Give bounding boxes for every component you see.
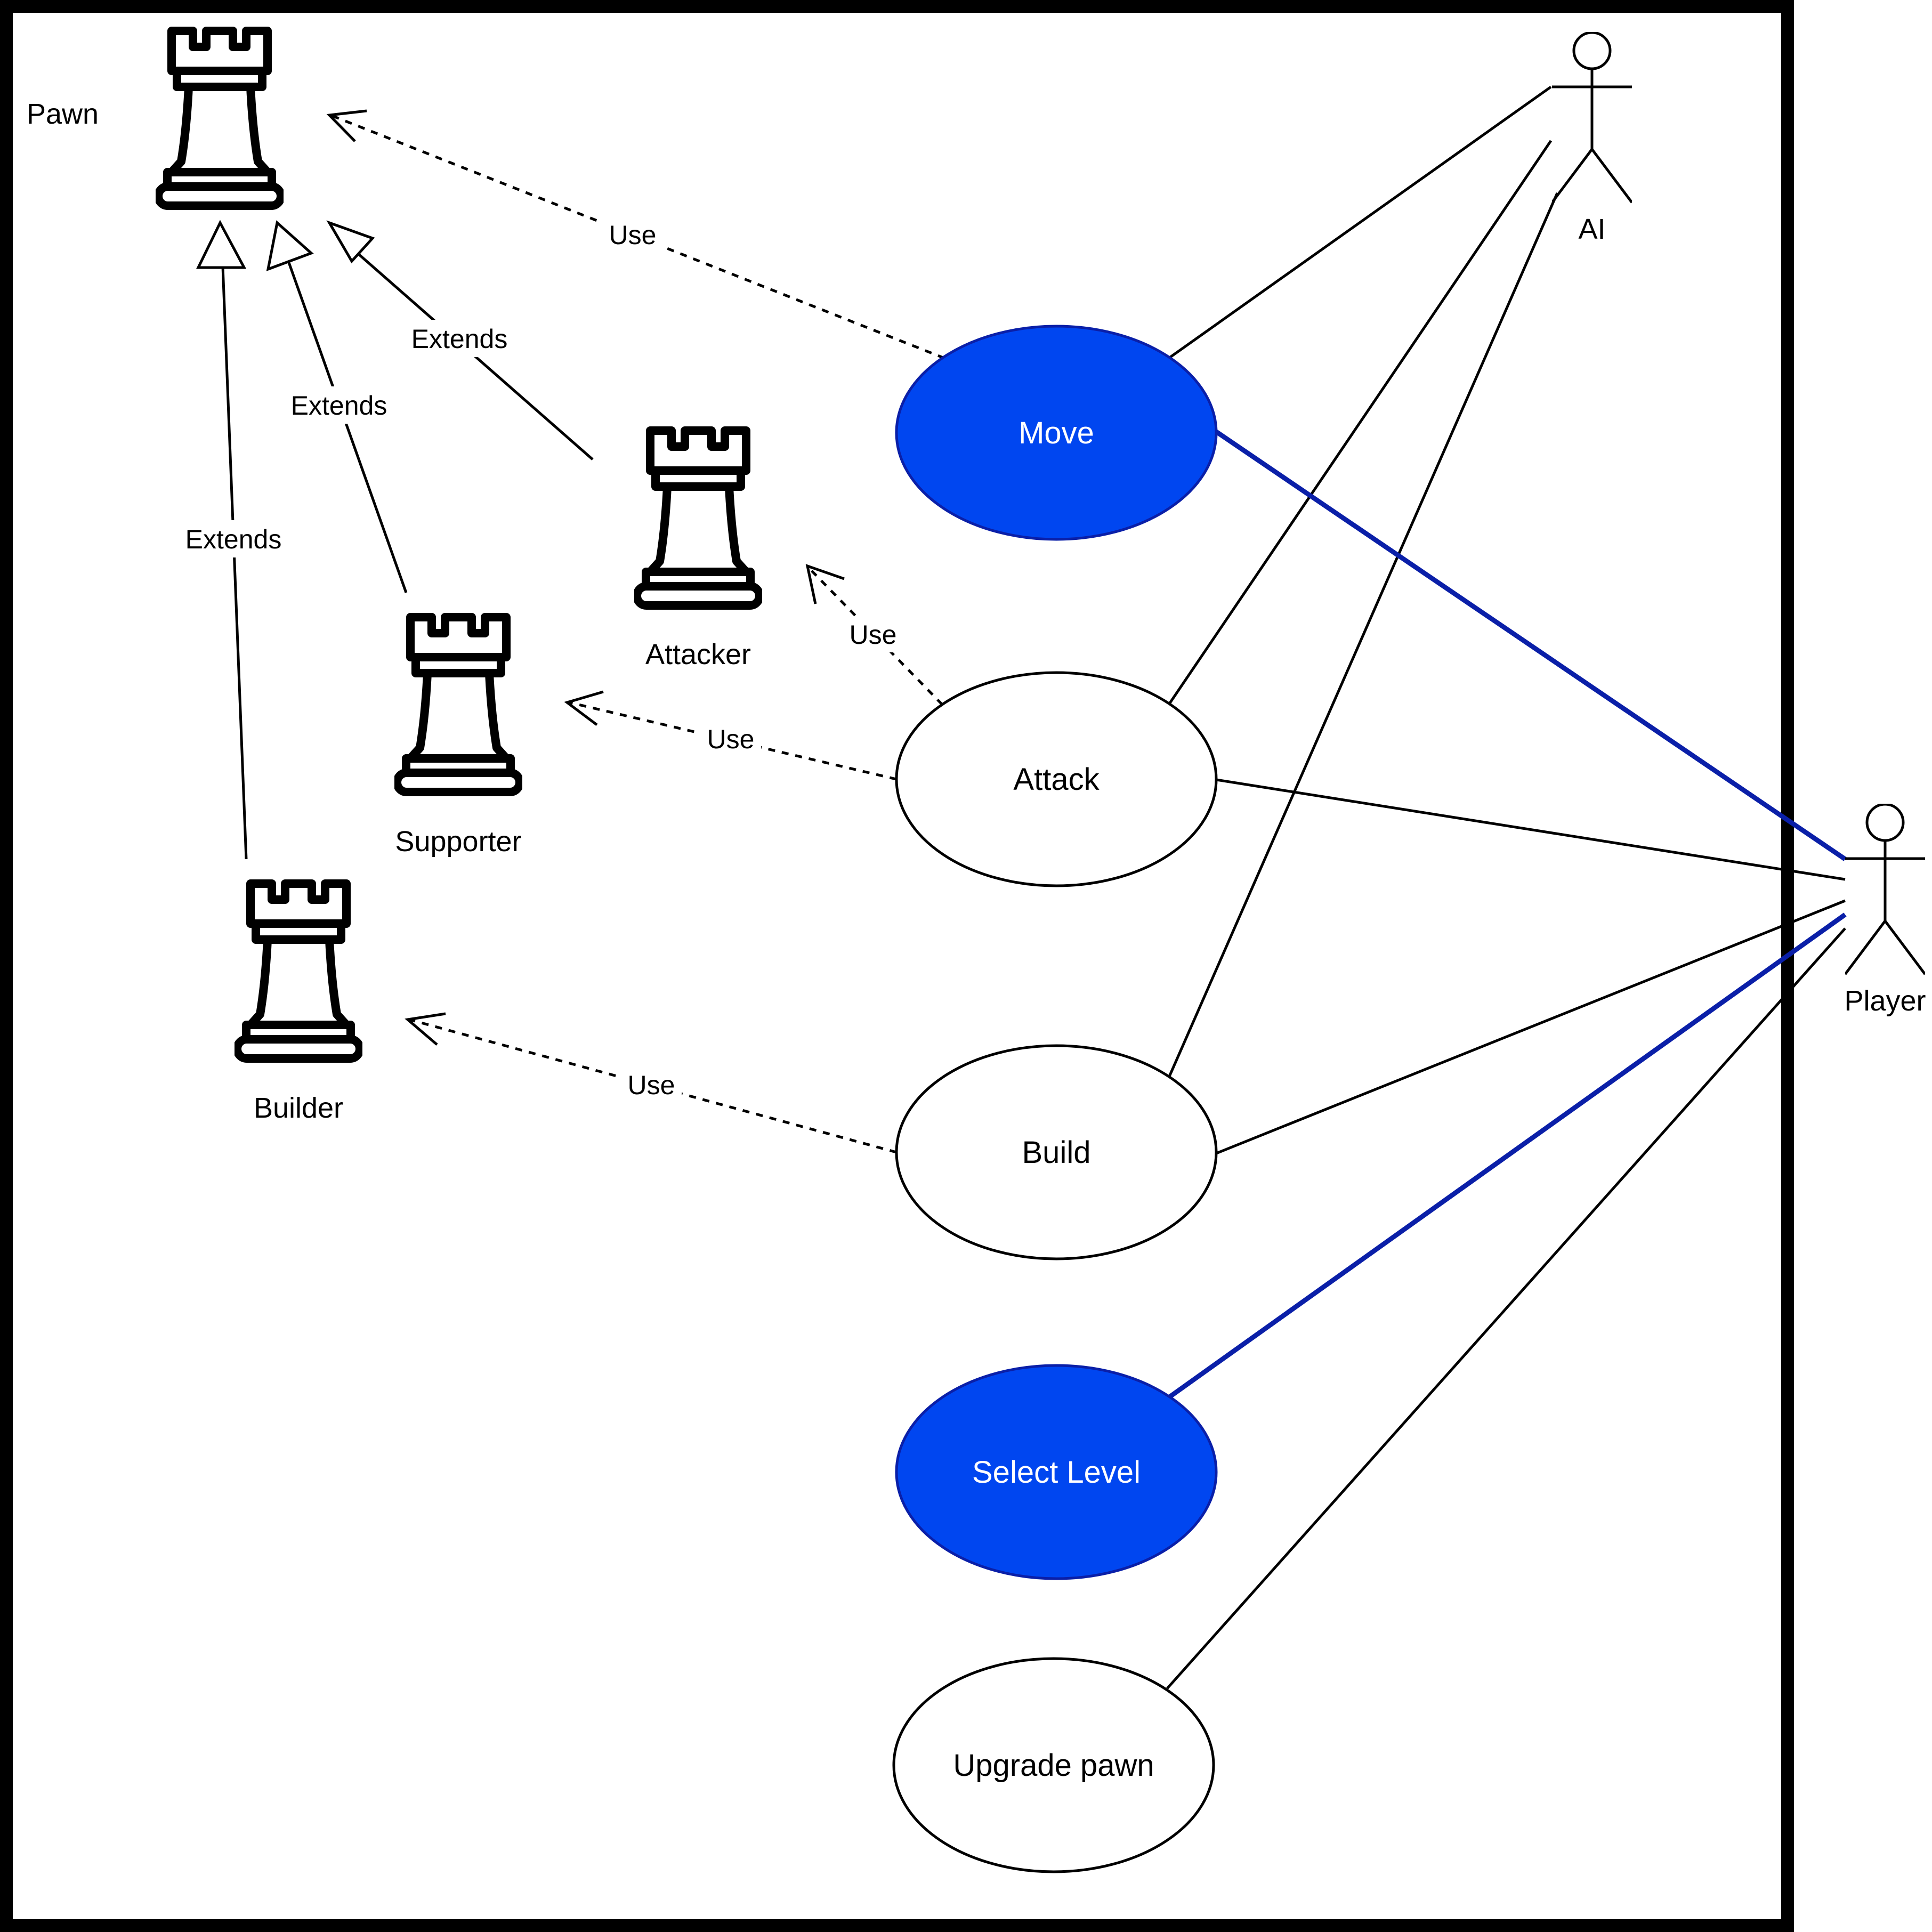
svg-text:Extends: Extends <box>411 324 508 354</box>
association-player-move <box>1215 430 1847 861</box>
use-case-select-level[interactable]: Select Level <box>895 1364 1218 1580</box>
svg-text:Extends: Extends <box>291 391 387 421</box>
use-label-attack-attacker: Use <box>843 617 903 652</box>
use-edge-attack-attacker <box>808 567 943 706</box>
actor-player[interactable]: Player <box>1844 804 1926 1017</box>
svg-text:Extends: Extends <box>185 524 282 554</box>
association-ai-move <box>1168 85 1552 360</box>
system-boundary <box>0 0 1794 1932</box>
extends-edge-supporter <box>286 259 408 593</box>
extends-label-builder: Extends <box>178 520 289 557</box>
use-arrowhead-attack-supporter <box>564 690 604 726</box>
association-player-attack <box>1216 778 1846 881</box>
association-ai-build <box>1167 192 1559 1079</box>
pawn-piece[interactable]: Pawn <box>27 31 281 206</box>
rook-icon <box>637 431 759 605</box>
association-ai-attack <box>1167 140 1553 706</box>
supporter-piece[interactable]: Supporter <box>395 617 521 858</box>
builder-label: Builder <box>254 1092 343 1124</box>
use-case-upgrade-pawn-label: Upgrade pawn <box>953 1748 1154 1783</box>
svg-text:Use: Use <box>850 620 897 650</box>
use-label-build-builder: Use <box>621 1068 682 1103</box>
actor-ai[interactable]: AI <box>1552 33 1632 245</box>
association-player-upgrade-pawn <box>1166 927 1846 1690</box>
attacker-label: Attacker <box>645 638 751 670</box>
use-case-select-level-label: Select Level <box>972 1455 1141 1490</box>
use-label-move-pawn: Use <box>602 217 663 253</box>
svg-text:Use: Use <box>628 1070 675 1100</box>
use-case-attack-label: Attack <box>1013 762 1100 797</box>
use-case-move-label: Move <box>1018 416 1094 450</box>
extends-arrowhead-attacker <box>326 220 375 264</box>
use-case-attack[interactable]: Attack <box>895 671 1218 887</box>
rook-icon <box>397 617 520 792</box>
actor-ai-label: AI <box>1578 213 1605 245</box>
extends-arrowhead-supporter <box>266 220 314 271</box>
use-arrowhead-move-pawn <box>326 109 367 142</box>
rook-icon <box>158 31 281 206</box>
svg-text:Use: Use <box>609 220 657 250</box>
use-arrowhead-build-builder <box>405 1012 446 1046</box>
builder-piece[interactable]: Builder <box>237 884 360 1124</box>
rook-icon <box>237 884 360 1058</box>
actor-player-label: Player <box>1844 985 1926 1017</box>
extends-label-attacker: Extends <box>404 320 515 357</box>
use-arrowhead-attack-attacker <box>805 564 845 604</box>
stick-figure-icon <box>1845 804 1925 974</box>
stick-figure-icon <box>1552 33 1632 203</box>
use-case-build-label: Build <box>1022 1135 1091 1170</box>
association-player-select-level <box>1167 912 1847 1400</box>
extends-label-supporter: Extends <box>284 386 394 424</box>
use-case-move[interactable]: Move <box>895 325 1218 541</box>
use-case-upgrade-pawn[interactable]: Upgrade pawn <box>892 1657 1215 1873</box>
use-case-build[interactable]: Build <box>895 1044 1218 1260</box>
extends-edge-builder <box>221 266 248 860</box>
supporter-label: Supporter <box>395 826 521 858</box>
extends-arrowhead-builder <box>196 220 247 269</box>
svg-text:Use: Use <box>707 724 755 754</box>
association-player-build <box>1216 899 1846 1155</box>
pawn-label: Pawn <box>27 98 99 130</box>
attacker-piece[interactable]: Attacker <box>637 431 759 670</box>
use-label-attack-supporter: Use <box>700 722 761 757</box>
